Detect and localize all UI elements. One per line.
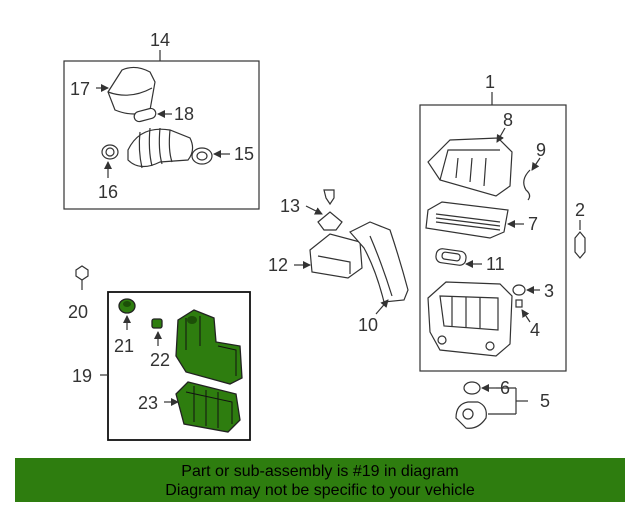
part-12-duct[interactable] xyxy=(309,233,363,279)
callout-8[interactable]: 8 xyxy=(503,110,513,130)
part-16-clamp[interactable] xyxy=(101,144,119,160)
part-21-grommet[interactable] xyxy=(118,298,136,314)
callout-16[interactable]: 16 xyxy=(98,182,118,202)
part-2-bolt[interactable] xyxy=(574,220,586,259)
callout-19[interactable]: 19 xyxy=(72,366,92,386)
part-5-bracket[interactable] xyxy=(455,401,487,429)
callout-10[interactable]: 10 xyxy=(358,315,378,335)
callout-22[interactable]: 22 xyxy=(150,350,170,370)
part-20-bolt[interactable] xyxy=(75,265,89,290)
callout-1[interactable]: 1 xyxy=(485,72,495,92)
callout-15[interactable]: 15 xyxy=(234,144,254,164)
callout-11[interactable]: 11 xyxy=(486,254,505,274)
part-6-insulator[interactable] xyxy=(463,381,481,395)
callout-21[interactable]: 21 xyxy=(114,336,134,356)
part-9-hose[interactable] xyxy=(523,169,531,201)
part-7-filter-element[interactable] xyxy=(425,201,509,239)
callout-6[interactable]: 6 xyxy=(500,378,510,398)
part-17-resonator[interactable] xyxy=(107,66,156,115)
part-19-lower-housing[interactable] xyxy=(175,309,243,385)
part-4-plug[interactable] xyxy=(515,299,523,308)
callout-7[interactable]: 7 xyxy=(528,214,538,234)
part-11-grommet[interactable] xyxy=(435,248,467,266)
callout-17[interactable]: 17 xyxy=(70,79,90,99)
banner-line-1: Part or sub-assembly is #19 in diagram xyxy=(181,463,459,480)
part-13-clip[interactable] xyxy=(317,189,343,231)
callout-20[interactable]: 20 xyxy=(68,302,88,322)
info-banner: Part or sub-assembly is #19 in diagram D… xyxy=(15,458,625,502)
part-10-intake-duct[interactable] xyxy=(349,221,409,303)
group-14-box xyxy=(63,60,260,210)
part-3-cap[interactable] xyxy=(512,284,526,296)
callout-18[interactable]: 18 xyxy=(174,104,194,124)
part-lower-housing[interactable] xyxy=(427,281,513,357)
part-23-housing-tray[interactable] xyxy=(175,381,241,433)
part-8-upper-cover[interactable] xyxy=(427,137,513,197)
banner-line-2: Diagram may not be specific to your vehi… xyxy=(165,482,475,499)
callout-14[interactable]: 14 xyxy=(150,30,170,50)
callout-4[interactable]: 4 xyxy=(530,320,540,340)
group-1-box xyxy=(419,104,567,372)
callout-13[interactable]: 13 xyxy=(280,196,300,216)
callout-9[interactable]: 9 xyxy=(536,140,546,160)
callout-2[interactable]: 2 xyxy=(575,200,585,220)
part-15-clamp[interactable] xyxy=(191,147,213,165)
callout-3[interactable]: 3 xyxy=(544,281,554,301)
callout-5[interactable]: 5 xyxy=(540,391,550,411)
callout-23[interactable]: 23 xyxy=(138,393,158,413)
part-intake-hose[interactable] xyxy=(127,127,194,169)
part-18-gasket[interactable] xyxy=(133,107,157,123)
callout-12[interactable]: 12 xyxy=(268,255,288,275)
part-22-plug[interactable] xyxy=(151,318,163,329)
